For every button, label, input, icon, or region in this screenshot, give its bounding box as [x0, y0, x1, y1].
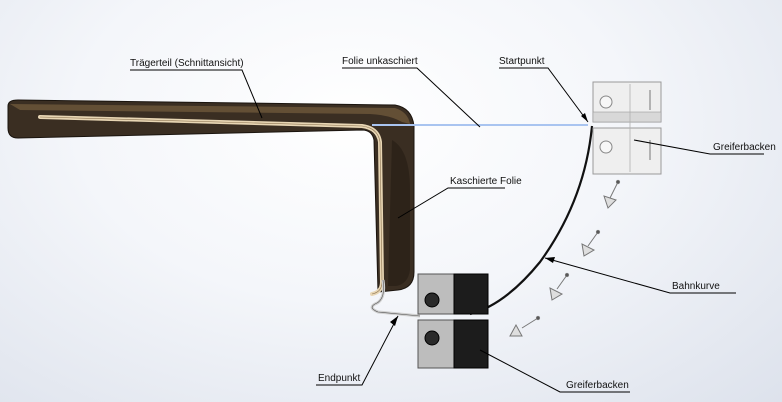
gripper-bottom	[417, 273, 489, 369]
motion-arrows	[509, 179, 621, 337]
carrier-part	[7, 99, 415, 293]
laminated-foil	[38, 115, 385, 296]
motion-arrow	[509, 315, 541, 337]
leader-greiferbacken-top	[633, 139, 764, 155]
leader-greiferbacken-bottom	[479, 349, 630, 393]
leader-endpunkt-arrowhead	[390, 316, 398, 326]
gripper-bottom-lower-bore	[424, 330, 440, 346]
leader-folie-unkaschiert	[342, 67, 481, 128]
carrier-part-body	[7, 99, 415, 293]
leader-startpunkt-arrowhead	[581, 113, 588, 122]
leader-traegerteil	[130, 69, 263, 119]
label-startpunkt: Startpunkt	[499, 56, 545, 67]
trajectory-curve	[469, 125, 594, 316]
leader-endpunkt	[316, 315, 399, 386]
label-greiferbacken-bottom: Greiferbacken	[566, 380, 629, 391]
label-bahnkurve: Bahnkurve	[672, 281, 720, 292]
leader-bahnkurve	[544, 257, 736, 294]
motion-arrow	[549, 272, 570, 301]
motion-arrow	[603, 179, 621, 209]
gripper-top	[592, 81, 662, 175]
leader-kaschierte-folie	[397, 187, 505, 219]
gripper-top-lower-bore	[599, 140, 613, 154]
leader-lines	[130, 67, 764, 393]
label-kaschierte-folie: Kaschierte Folie	[450, 176, 522, 187]
leader-bahnkurve-arrowhead	[545, 257, 555, 263]
label-endpunkt: Endpunkt	[318, 373, 360, 384]
carrier-part-shading	[388, 140, 410, 286]
motion-arrow	[581, 229, 601, 257]
gripper-bottom-lower-light	[417, 319, 457, 369]
foil-tail-outline	[371, 279, 421, 317]
label-greiferbacken-top: Greiferbacken	[713, 142, 776, 153]
label-traegerteil: Trägerteil (Schnittansicht)	[130, 58, 244, 69]
gripper-bottom-lower-dark	[453, 319, 489, 369]
gripper-top-upper-bore	[599, 95, 613, 109]
leader-startpunkt	[499, 67, 589, 123]
gripper-top-upper-face	[592, 111, 662, 123]
label-folie-unkaschiert: Folie unkaschiert	[342, 56, 418, 67]
carrier-part-top-face	[10, 104, 410, 124]
laminated-foil-edge	[39, 116, 383, 295]
gripper-bottom-upper-light	[417, 273, 457, 315]
gripper-bottom-upper-bore	[424, 292, 440, 308]
gripper-bottom-upper-dark	[453, 273, 489, 315]
